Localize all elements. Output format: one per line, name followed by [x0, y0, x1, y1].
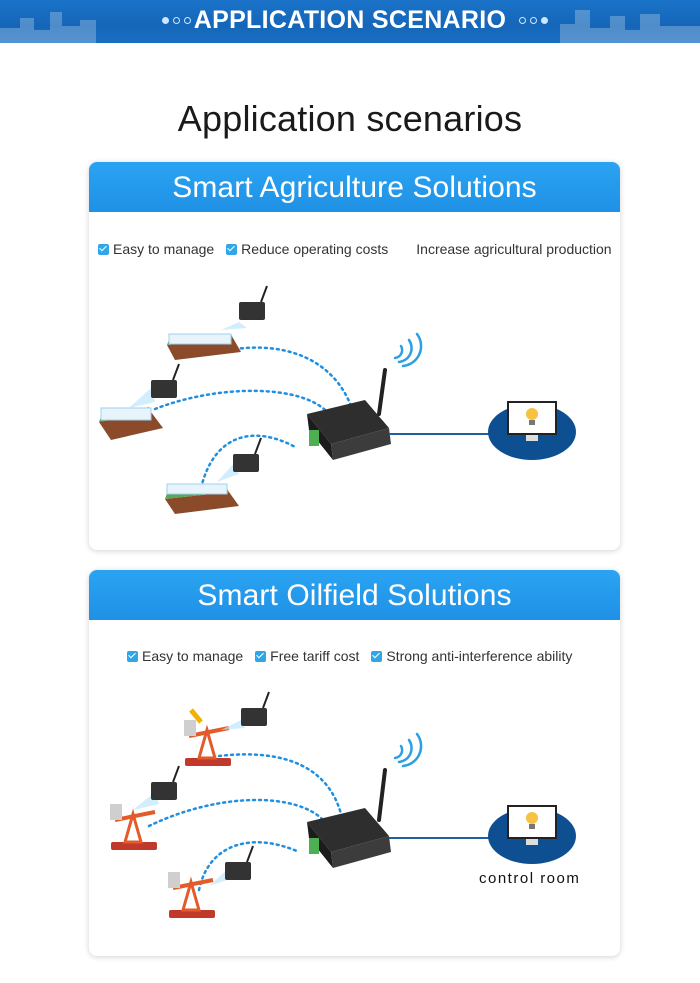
feature-label: Easy to manage: [113, 241, 215, 257]
wifi-signal-icon: [393, 332, 423, 368]
pumpjack-icon: [184, 708, 231, 766]
feature-item: Strong anti-interference ability: [371, 648, 572, 664]
feature-item: Easy to manage: [98, 241, 214, 257]
check-icon: [98, 243, 109, 255]
skyline-decoration: [0, 10, 700, 43]
feature-label: Reduce operating costs: [241, 241, 389, 257]
agriculture-features: Easy to manage Reduce operating costs In…: [98, 241, 620, 257]
feature-label: Increase agricultural production: [416, 241, 612, 257]
feature-item: Reduce operating costs: [226, 241, 388, 257]
check-icon: [226, 243, 238, 255]
monitor-lightbulb-icon: [488, 805, 576, 864]
sensor-device-icon: [225, 845, 254, 880]
gateway-device-icon: [307, 368, 391, 460]
feature-label: Free tariff cost: [270, 648, 360, 664]
greenhouse-icon: [99, 407, 163, 440]
banner-dots-right: [519, 17, 548, 24]
sensor-device-icon: [233, 437, 262, 472]
pumpjack-icon: [110, 804, 157, 850]
feature-item: Increase agricultural production: [416, 241, 611, 257]
sensor-device-icon: [241, 691, 270, 726]
agriculture-network-diagram: [99, 285, 576, 514]
page-heading: Application scenarios: [177, 98, 523, 139]
top-banner: APPLICATION SCENARIO: [0, 0, 700, 43]
sensor-device-icon: [239, 285, 268, 320]
banner-dots-left: [162, 17, 191, 24]
check-icon: [371, 650, 383, 662]
banner-title: APPLICATION SCENARIO: [193, 6, 507, 34]
oilfield-features: Easy to manage Free tariff cost Strong a…: [127, 648, 584, 664]
feature-item: Easy to manage: [127, 648, 243, 664]
greenhouse-icon: [165, 483, 239, 514]
control-room-label: control room: [479, 870, 581, 887]
pumpjack-icon: [168, 872, 215, 918]
sensor-device-icon: [151, 765, 180, 800]
wifi-signal-icon: [393, 732, 423, 768]
feature-item: Free tariff cost: [255, 648, 359, 664]
agriculture-title: Smart Agriculture Solutions: [89, 162, 620, 212]
oilfield-card: Smart Oilfield Solutions Easy to manage …: [89, 570, 620, 956]
greenhouse-icon: [167, 333, 241, 360]
feature-label: Easy to manage: [142, 648, 244, 664]
feature-label: Strong anti-interference ability: [386, 648, 573, 664]
check-icon: [255, 650, 267, 662]
oilfield-network-diagram: [110, 691, 576, 918]
check-icon: [127, 650, 138, 662]
agriculture-card: Smart Agriculture Solutions Easy to mana…: [89, 162, 620, 550]
monitor-lightbulb-icon: [488, 401, 576, 460]
gateway-device-icon: [307, 768, 391, 868]
sensor-device-icon: [151, 363, 180, 398]
oilfield-title: Smart Oilfield Solutions: [89, 570, 620, 620]
